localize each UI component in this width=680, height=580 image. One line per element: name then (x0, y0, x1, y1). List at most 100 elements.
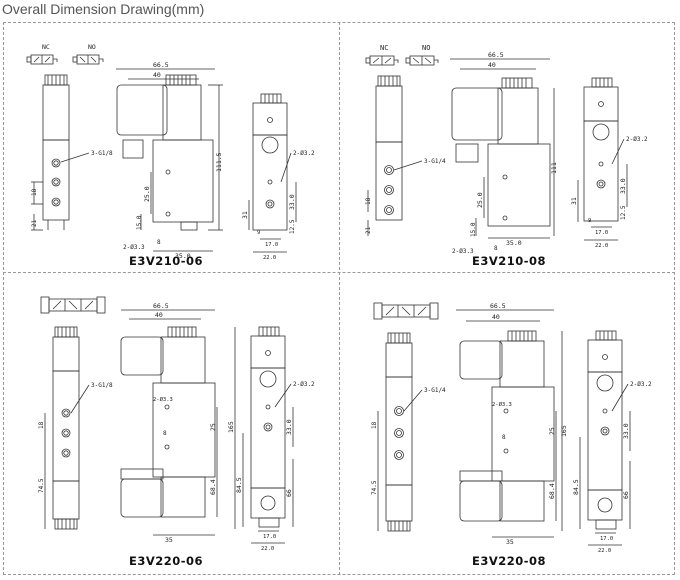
dim-overall-width: 66.5 (153, 61, 169, 69)
front-view (385, 332, 413, 532)
panel-e3v210-06: NC NO 3-G1/8 18 21 (3, 22, 339, 272)
dim-17: 17.0 (600, 536, 613, 542)
hole-label: 2-Ø3.3 (153, 396, 173, 403)
dim-17: 17.0 (263, 534, 276, 540)
dim-25: 25 (548, 427, 556, 435)
dim-inner-width: 40 (155, 311, 163, 319)
center-view (451, 77, 551, 227)
dim-12-5: 12.5 (289, 219, 296, 234)
dim-inner-width: 40 (153, 71, 161, 79)
dim-22: 22.0 (261, 546, 274, 552)
valve-symbol-double (40, 296, 106, 314)
dim-21: 21 (31, 219, 38, 227)
side-hole-label: 2-Ø3.2 (293, 150, 315, 157)
dim-68-4: 68.4 (548, 483, 556, 499)
dim-8: 8 (163, 430, 167, 437)
front-view (52, 326, 80, 530)
hole-label: 2-Ø3.3 (452, 248, 474, 255)
side-hole-label: 2-Ø3.2 (626, 136, 648, 143)
dim-22: 22.0 (598, 548, 611, 554)
dim-74-5: 74.5 (38, 478, 45, 493)
valve-symbol-no (72, 54, 104, 65)
valve-symbol-double (373, 302, 439, 320)
dim-8: 8 (502, 434, 506, 441)
dim-68-4: 68.4 (209, 479, 217, 495)
model-label: E3V210-08 (472, 254, 547, 268)
dimension-drawing-e3v220-08: 3-G1/4 18 74.5 66.5 40 165 25 68.4 2-Ø3.… (371, 302, 652, 554)
vertical-divider (339, 22, 340, 575)
dim-height: 165 (227, 421, 235, 433)
dim-33: 33.0 (619, 178, 627, 194)
model-label: E3V220-08 (472, 554, 547, 568)
dim-base: 35.0 (506, 239, 522, 247)
side-hole-label: 2-Ø3.2 (630, 381, 652, 388)
dim-base: 35 (165, 536, 173, 544)
dim-17: 17.0 (595, 230, 608, 236)
dimension-drawing-e3v220-06: 3-G1/8 18 74.5 66.5 40 165 25 68.4 2-Ø3.… (38, 296, 315, 552)
dimension-drawing-e3v210-08: NC NO 3-G1/4 18 21 (365, 44, 648, 255)
center-view (120, 326, 216, 518)
dim-base: 35 (506, 538, 514, 546)
port-label: 3-G1/8 (91, 382, 113, 389)
nc-label: NC (42, 43, 50, 51)
side-view (583, 77, 619, 222)
dim-74-5: 74.5 (371, 480, 378, 495)
dim-12-5: 12.5 (620, 205, 627, 220)
dim-33: 33.0 (285, 419, 293, 435)
dim-8: 8 (494, 245, 498, 252)
panel-e3v220-06: 3-G1/8 18 74.5 66.5 40 165 25 68.4 2-Ø3.… (3, 273, 339, 575)
hole-label: 2-Ø3.3 (123, 244, 145, 251)
front-view (375, 75, 403, 221)
dim-9: 9 (257, 230, 260, 236)
dim-25: 25 (209, 423, 217, 431)
side-view (250, 326, 286, 528)
dim-84-5: 84.5 (235, 477, 243, 493)
dim-84-5: 84.5 (572, 479, 580, 495)
dim-base: 35.0 (175, 252, 191, 260)
dim-66: 66 (622, 491, 630, 499)
hole-label: 2-Ø3.3 (492, 401, 512, 408)
no-label: NO (88, 43, 96, 51)
no-label: NO (422, 44, 430, 52)
side-view (587, 330, 623, 530)
dim-18: 18 (365, 197, 372, 205)
model-label: E3V210-06 (129, 254, 204, 268)
front-view (42, 74, 70, 230)
port-label: 3-G1/8 (91, 150, 113, 157)
dim-8: 8 (157, 239, 161, 246)
dim-9: 9 (588, 218, 591, 224)
dim-21: 21 (365, 226, 372, 234)
dim-33: 33.0 (288, 194, 296, 210)
dim-66: 66 (285, 489, 293, 497)
dim-22: 22.0 (263, 255, 276, 261)
dim-18: 18 (31, 188, 38, 196)
dim-inner-width: 40 (488, 61, 496, 69)
dim-overall-width: 66.5 (153, 302, 169, 310)
dim-25: 25.0 (476, 192, 484, 208)
side-view (252, 93, 288, 231)
model-label: E3V220-06 (129, 554, 204, 568)
valve-symbol-no (405, 55, 439, 66)
nc-label: NC (380, 44, 388, 52)
dim-height: 111 (550, 162, 558, 174)
valve-symbol-nc (365, 55, 399, 66)
side-hole-label: 2-Ø3.2 (293, 381, 315, 388)
dim-33: 33.0 (622, 423, 630, 439)
dim-31: 31 (241, 211, 249, 219)
port-label: 3-G1/4 (424, 387, 446, 394)
dim-overall-width: 66.5 (488, 51, 504, 59)
dim-overall-width: 66.5 (490, 302, 506, 310)
center-view (116, 74, 214, 231)
dim-18: 18 (371, 421, 378, 429)
port-label: 3-G1/4 (424, 158, 446, 165)
valve-symbol-nc (26, 54, 58, 65)
dim-18: 18 (38, 421, 45, 429)
panel-e3v220-08: 3-G1/4 18 74.5 66.5 40 165 25 68.4 2-Ø3.… (340, 273, 676, 575)
panel-e3v210-08: NC NO 3-G1/4 18 21 (340, 22, 676, 272)
dim-15: 15.0 (136, 215, 143, 230)
dimension-drawing-e3v210-06: NC NO 3-G1/8 18 21 (26, 43, 315, 261)
dim-17: 17.0 (265, 242, 278, 248)
dim-height: 111.5 (215, 152, 223, 172)
page-title: Overall Dimension Drawing(mm) (2, 1, 205, 17)
horizontal-divider (3, 272, 675, 273)
